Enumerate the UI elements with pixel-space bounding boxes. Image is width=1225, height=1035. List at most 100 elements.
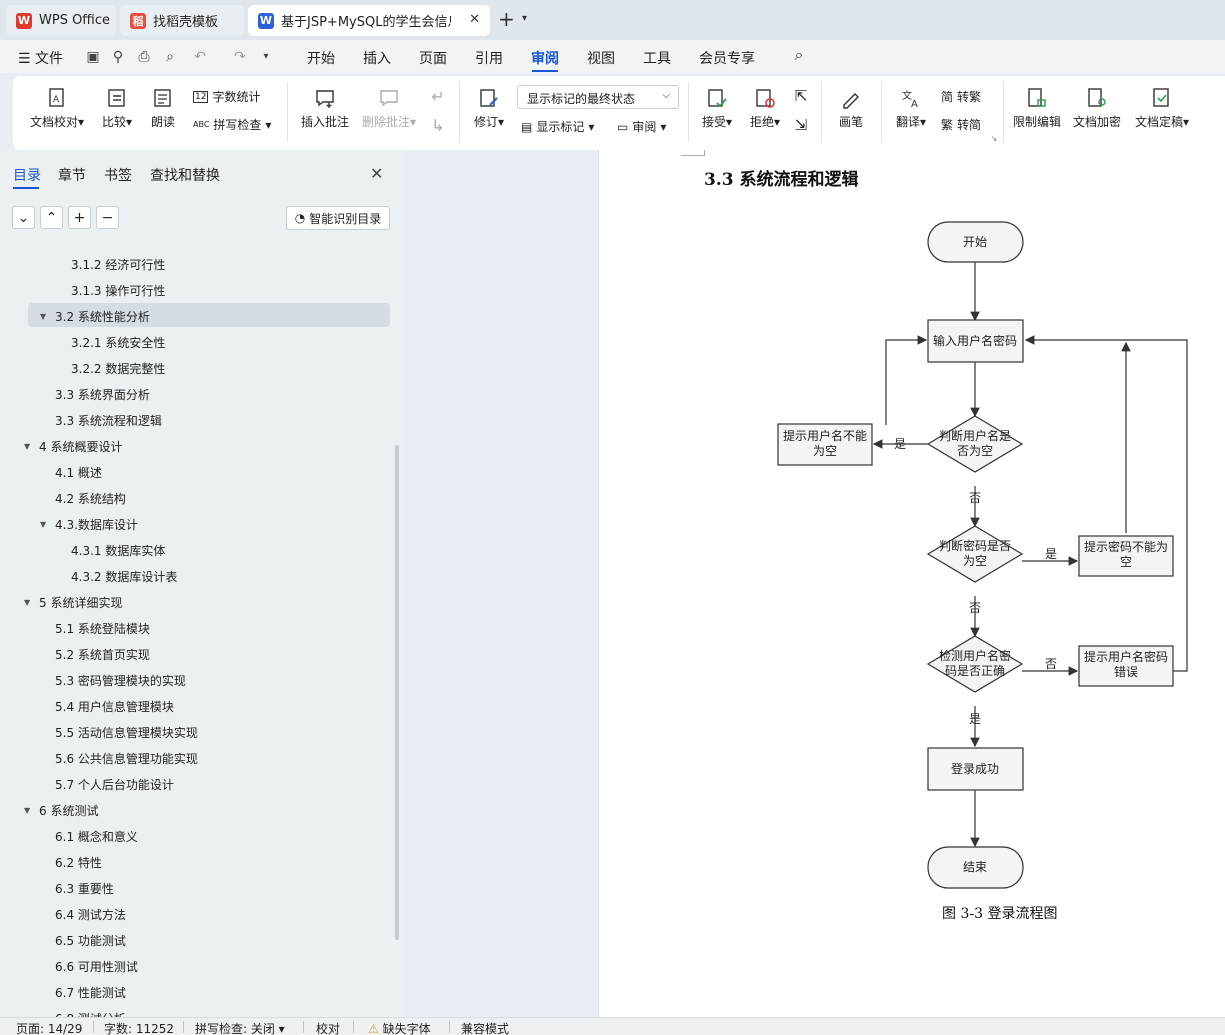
search-icon[interactable]: ⌕ bbox=[794, 45, 804, 64]
menu-file[interactable]: ☰ 文件 bbox=[18, 48, 63, 68]
menu-home[interactable]: 开始 bbox=[307, 51, 335, 67]
show-markup-button[interactable]: ▤显示标记▾ bbox=[521, 119, 595, 135]
next-revision-icon: ⇲ bbox=[794, 116, 808, 134]
remove-heading-button[interactable]: − bbox=[96, 206, 119, 229]
toc-item[interactable]: 3.3 系统界面分析 bbox=[55, 387, 150, 403]
next-revision-button[interactable]: ⇲ bbox=[791, 116, 811, 134]
link-icon[interactable]: ⚲ bbox=[112, 49, 124, 65]
revise-button[interactable]: 修订▾ bbox=[469, 87, 509, 130]
collapse-up-button[interactable]: ⌃ bbox=[40, 206, 63, 229]
menu-page[interactable]: 页面 bbox=[419, 51, 447, 67]
reject-button[interactable]: 拒绝▾ bbox=[745, 87, 785, 130]
toc-item[interactable]: 6.5 功能测试 bbox=[55, 933, 126, 949]
toc-item[interactable]: 5.7 个人后台功能设计 bbox=[55, 777, 174, 793]
to-traditional-button[interactable]: 简转繁 bbox=[941, 88, 981, 105]
pen-button[interactable]: 画笔 bbox=[833, 87, 869, 130]
menu-view[interactable]: 视图 bbox=[587, 51, 615, 67]
accept-button[interactable]: 接受▾ bbox=[697, 87, 737, 130]
end-node bbox=[927, 846, 1024, 889]
toc-item[interactable]: 6.3 重要性 bbox=[55, 881, 114, 897]
doc-check-button[interactable]: A 文档校对▾ bbox=[27, 87, 87, 130]
menu-review[interactable]: 审阅 bbox=[531, 51, 559, 67]
markup-state-select[interactable]: 显示标记的最终状态⌵ bbox=[517, 85, 679, 109]
restrict-edit-button[interactable]: 限制编辑 bbox=[1011, 87, 1063, 130]
compare-button[interactable]: 比较▾ bbox=[97, 87, 137, 130]
save-icon[interactable]: ▣ bbox=[86, 49, 100, 65]
read-aloud-button[interactable]: 朗读 bbox=[147, 87, 179, 130]
toc-item[interactable]: 3.2.1 系统安全性 bbox=[71, 335, 165, 351]
toc-item[interactable]: 3.2.2 数据完整性 bbox=[71, 361, 165, 377]
nav-scrollbar[interactable] bbox=[395, 445, 399, 940]
doc-check-icon: A bbox=[49, 88, 64, 107]
toc-item[interactable]: 3.1.2 经济可行性 bbox=[71, 257, 165, 273]
document-page[interactable] bbox=[598, 150, 1225, 1017]
expand-triangle-icon[interactable]: ▼ bbox=[24, 442, 31, 451]
expand-triangle-icon[interactable]: ▼ bbox=[24, 598, 31, 607]
review-pane-button[interactable]: ▭审阅▾ bbox=[617, 119, 667, 135]
toc-item[interactable]: 6.1 概念和意义 bbox=[55, 829, 138, 845]
menu-references[interactable]: 引用 bbox=[475, 51, 503, 67]
toc-item[interactable]: 5.6 公共信息管理功能实现 bbox=[55, 751, 198, 767]
toc-item[interactable]: 4.2 系统结构 bbox=[55, 491, 126, 507]
tab-current-document[interactable]: W 基于JSP+MySQL的学生会信息 ✕ bbox=[248, 5, 490, 36]
page-indicator[interactable]: 页面: 14/29 bbox=[16, 1022, 83, 1035]
insert-comment-button[interactable]: 插入批注 bbox=[297, 87, 353, 130]
nav-tab-toc[interactable]: 目录 bbox=[13, 168, 41, 184]
close-tab-icon[interactable]: ✕ bbox=[469, 12, 480, 27]
encrypt-button[interactable]: 文档加密 bbox=[1071, 87, 1123, 130]
close-nav-icon[interactable]: ✕ bbox=[370, 164, 384, 183]
quick-access-chevron-icon[interactable]: ▾ bbox=[263, 51, 269, 62]
toc-item[interactable]: 5.3 密码管理模块的实现 bbox=[55, 673, 186, 689]
nav-tab-find-replace[interactable]: 查找和替换 bbox=[150, 168, 220, 184]
toc-item[interactable]: ▼3.2 系统性能分析 bbox=[40, 309, 150, 325]
undo-icon[interactable]: ↶ bbox=[194, 49, 206, 65]
expand-down-button[interactable]: ⌄ bbox=[12, 206, 35, 229]
toc-item[interactable]: 6.7 性能测试 bbox=[55, 985, 126, 1001]
toc-item[interactable]: 4.3.2 数据库设计表 bbox=[71, 569, 177, 585]
new-tab-plus-icon[interactable]: + bbox=[498, 7, 515, 31]
toc-item[interactable]: ▼5 系统详细实现 bbox=[24, 595, 122, 611]
toc-item[interactable]: 3.1.3 操作可行性 bbox=[71, 283, 165, 299]
redo-icon[interactable]: ↷ bbox=[234, 49, 246, 65]
toc-item[interactable]: 3.3 系统流程和逻辑 bbox=[55, 413, 162, 429]
toc-item[interactable]: 5.1 系统登陆模块 bbox=[55, 621, 150, 637]
prev-revision-button[interactable]: ⇱ bbox=[791, 87, 811, 105]
missing-font-status[interactable]: ⚠ 缺失字体 bbox=[368, 1020, 431, 1035]
proof-status[interactable]: 校对 bbox=[316, 1022, 341, 1035]
expand-triangle-icon[interactable]: ▼ bbox=[40, 312, 47, 321]
add-heading-button[interactable]: + bbox=[68, 206, 91, 229]
dialog-launcher-icon[interactable]: ↘ bbox=[990, 134, 998, 143]
toc-item[interactable]: 6.4 测试方法 bbox=[55, 907, 126, 923]
toc-item[interactable]: ▼4.3.数据库设计 bbox=[40, 517, 138, 533]
tab-docer-templates[interactable]: 稻 找稻壳模板 bbox=[120, 5, 244, 36]
toc-item[interactable]: 4.1 概述 bbox=[55, 465, 102, 481]
toc-item[interactable]: 5.5 活动信息管理模块实现 bbox=[55, 725, 198, 741]
print-preview-icon[interactable]: ⌕ bbox=[166, 49, 174, 65]
toc-item[interactable]: 6.6 可用性测试 bbox=[55, 959, 138, 975]
toc-item[interactable]: 4.3.1 数据库实体 bbox=[71, 543, 165, 559]
nav-tab-chapters[interactable]: 章节 bbox=[58, 168, 86, 184]
toc-item[interactable]: 5.2 系统首页实现 bbox=[55, 647, 150, 663]
tab-wps-office[interactable]: W WPS Office bbox=[6, 5, 116, 36]
toc-item[interactable]: ▼6 系统测试 bbox=[24, 803, 98, 819]
toc-item[interactable]: 5.4 用户信息管理模块 bbox=[55, 699, 174, 715]
expand-triangle-icon[interactable]: ▼ bbox=[40, 520, 47, 529]
toc-item[interactable]: 6.2 特性 bbox=[55, 855, 102, 871]
spell-check-status[interactable]: 拼写检查: 关闭 ▾ bbox=[195, 1022, 285, 1035]
toc-item-label: 6.7 性能测试 bbox=[55, 986, 126, 1000]
to-simplified-button[interactable]: 繁转简 bbox=[941, 116, 981, 133]
expand-triangle-icon[interactable]: ▼ bbox=[24, 806, 31, 815]
word-count-indicator[interactable]: 字数: 11252 bbox=[104, 1022, 175, 1035]
menu-insert[interactable]: 插入 bbox=[363, 51, 391, 67]
menu-member[interactable]: 会员专享 bbox=[699, 51, 755, 67]
menu-tools[interactable]: 工具 bbox=[643, 51, 671, 67]
toc-item[interactable]: ▼4 系统概要设计 bbox=[24, 439, 122, 455]
tab-list-chevron-icon[interactable]: ▾ bbox=[522, 13, 528, 24]
print-icon[interactable]: ⎙ bbox=[138, 49, 150, 65]
finalize-button[interactable]: 文档定稿▾ bbox=[1131, 87, 1193, 130]
nav-tab-bookmarks[interactable]: 书签 bbox=[104, 168, 132, 184]
smart-toc-button[interactable]: ◔智能识别目录 bbox=[286, 206, 390, 230]
